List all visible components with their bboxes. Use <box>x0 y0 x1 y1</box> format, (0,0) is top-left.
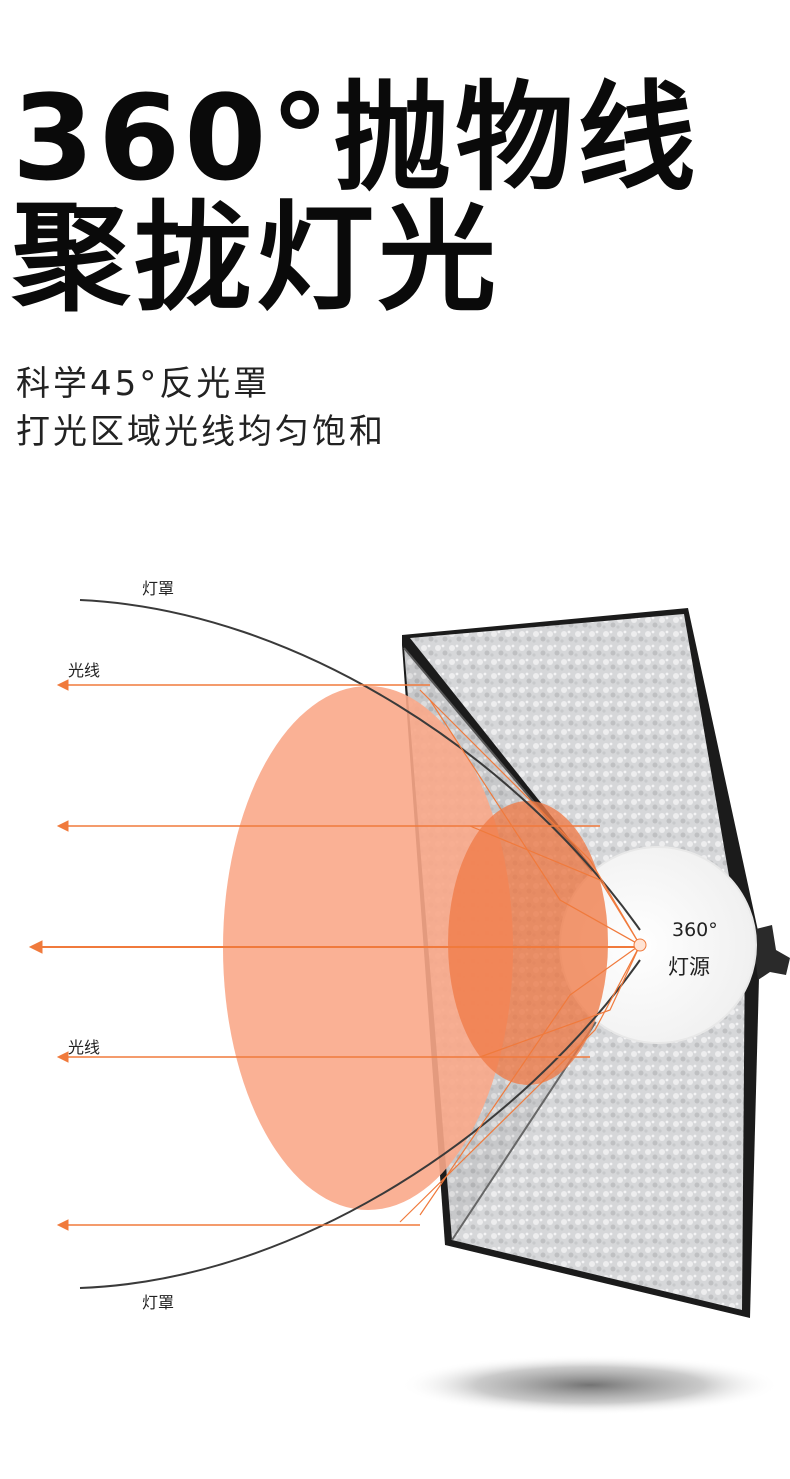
softbox-light-diagram: 灯罩 光线 光线 灯罩 360° 灯源 <box>28 579 790 1415</box>
ray-2-arrow <box>56 820 69 832</box>
headline: 360°抛物线 聚拢灯光 <box>12 78 699 318</box>
ray-5-arrow <box>56 1219 69 1231</box>
headline-line-1: 360°抛物线 <box>12 69 700 207</box>
light-disc-inner <box>448 801 608 1085</box>
label-degrees: 360° <box>672 919 718 941</box>
hood-curve-top <box>79 599 641 931</box>
subtitle-line-2: 打光区域光线均匀饱和 <box>16 412 386 452</box>
label-hood-top: 灯罩 <box>142 579 174 598</box>
ray-1-arrow <box>56 679 69 691</box>
label-source: 灯源 <box>668 955 710 979</box>
reflection-lines <box>399 689 641 1223</box>
ray-3-arrow <box>28 940 43 954</box>
source-point <box>633 938 647 952</box>
label-hood-bottom: 灯罩 <box>142 1293 174 1312</box>
label-ray-bottom: 光线 <box>68 1038 100 1057</box>
label-ray-top: 光线 <box>68 661 100 680</box>
ray-4-arrow <box>56 1051 69 1063</box>
subtitle: 科学45°反光罩 打光区域光线均匀饱和 <box>16 360 386 456</box>
mount-bracket <box>752 925 790 980</box>
headline-line-2: 聚拢灯光 <box>12 189 501 327</box>
rays <box>28 679 640 1231</box>
hood-curve-bottom <box>79 959 641 1289</box>
floor-shadow <box>400 1355 780 1415</box>
subtitle-line-1: 科学45°反光罩 <box>16 364 271 404</box>
